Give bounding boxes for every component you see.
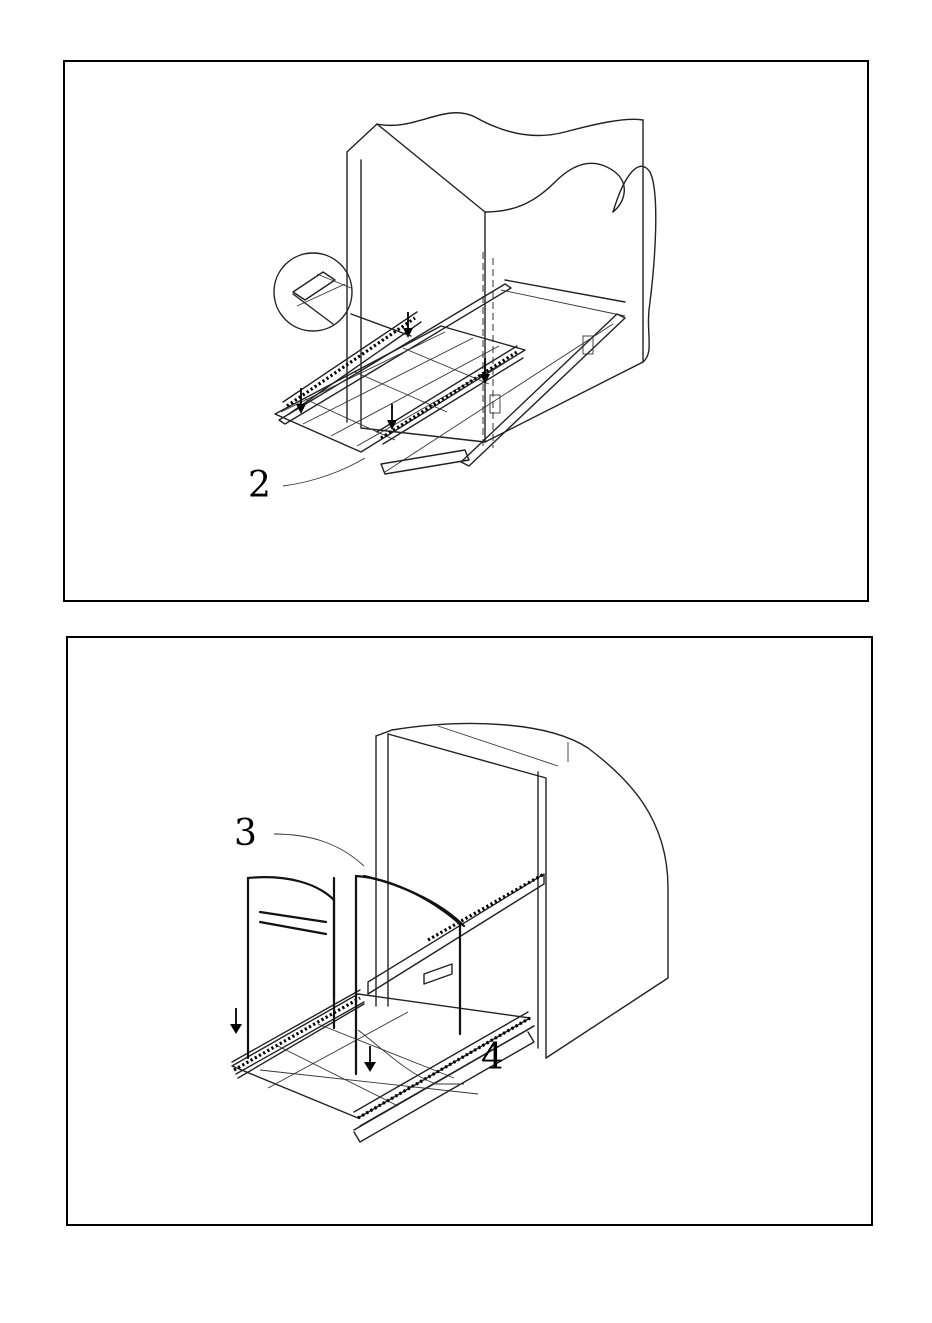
callout-label-4: 4 <box>481 1040 504 1076</box>
step-2-illustration-panel: 2 <box>63 60 869 602</box>
step-3-4-illustration-panel: 3 4 <box>66 636 873 1226</box>
cabinet-drawer-frame-install-drawing <box>65 62 871 604</box>
cabinet-basket-install-drawing <box>68 638 875 1228</box>
callout-label-3: 3 <box>234 816 257 852</box>
callout-label-2: 2 <box>248 468 271 504</box>
